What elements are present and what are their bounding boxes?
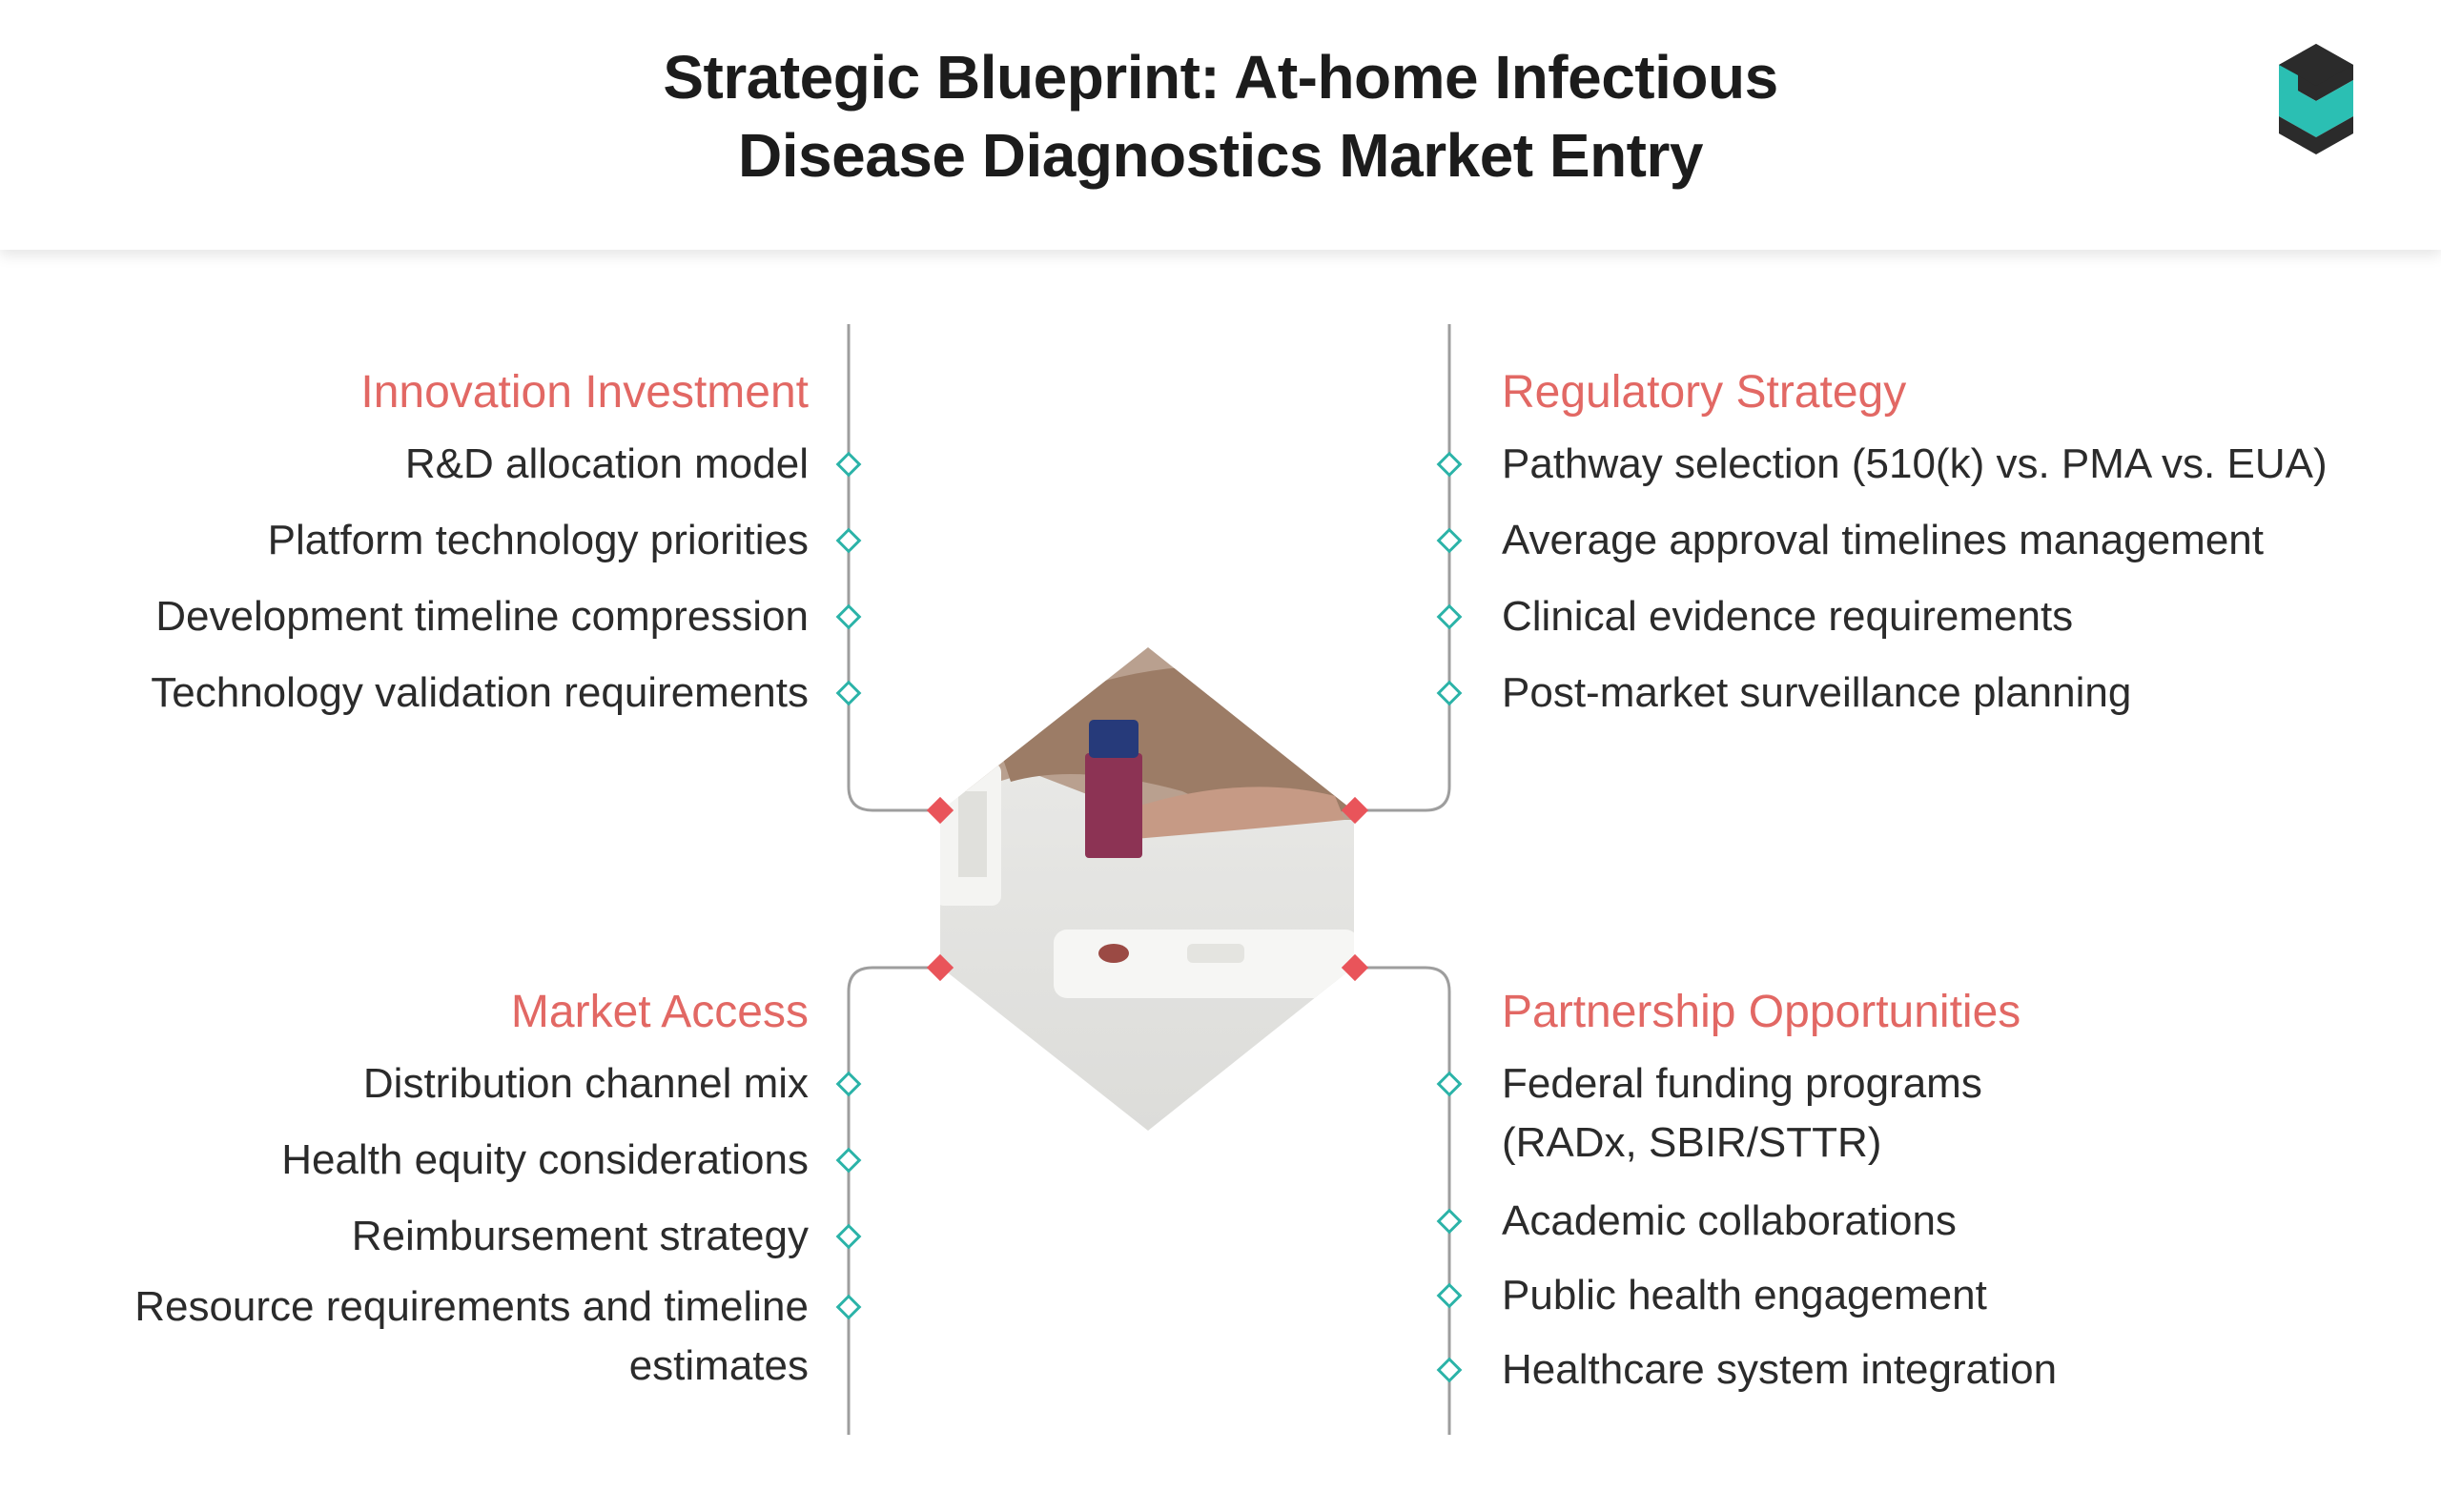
regulatory-item-3: Clinical evidence requirements [1502,593,2074,640]
bullet-market-4 [835,1294,862,1320]
bullet-innovation-4 [835,680,862,706]
innovation-title: Innovation Investment [360,367,809,418]
innovation-item-2: Platform technology priorities [267,517,809,563]
bullet-innovation-2 [835,527,862,554]
market-item-1: Distribution channel mix [362,1060,809,1107]
header: Strategic Blueprint: At-home Infectious … [0,0,2441,250]
partnership-item-2: Academic collaborations [1502,1197,1957,1244]
regulatory-item-1: Pathway selection (510(k) vs. PMA vs. EU… [1502,440,2328,487]
bullet-regulatory-1 [1436,451,1463,478]
bullet-regulatory-2 [1436,527,1463,554]
bullet-regulatory-3 [1436,603,1463,630]
bullet-partnership-2 [1436,1208,1463,1235]
node-partnership [1341,953,1369,982]
regulatory-item-2: Average approval timelines management [1502,517,2264,563]
bullet-market-1 [835,1071,862,1097]
page-title-line-1: Strategic Blueprint: At-home Infectious [663,43,1778,112]
regulatory-title: Regulatory Strategy [1502,367,1907,418]
node-market [926,953,954,982]
bullet-market-2 [835,1147,862,1174]
market-title: Market Access [510,987,809,1037]
partnership-item-4: Healthcare system integration [1502,1346,2058,1393]
connector-regulatory [1355,324,1451,812]
regulatory-item-4: Post-market surveillance planning [1502,669,2132,716]
node-regulatory [1341,796,1369,825]
partnership-item-1: Federal funding programs (RADx, SBIR/STT… [1502,1060,1982,1166]
bullet-partnership-3 [1436,1282,1463,1309]
innovation-item-1: R&D allocation model [404,440,809,487]
bullet-partnership-4 [1436,1357,1463,1383]
page-title-line-2: Disease Diagnostics Market Entry [738,121,1703,190]
bullet-innovation-3 [835,603,862,630]
bullet-market-3 [835,1223,862,1250]
bullet-regulatory-4 [1436,680,1463,706]
connector-innovation [847,324,939,812]
brand-cube-logo-icon [2279,44,2353,154]
partnership-title: Partnership Opportunities [1502,987,2021,1037]
node-innovation [926,796,954,825]
connector-market [847,966,939,1435]
innovation-item-4: Technology validation requirements [151,669,809,716]
innovation-item-3: Development timeline compression [155,593,809,640]
market-item-2: Health equity considerations [281,1136,809,1183]
partnership-item-3: Public health engagement [1502,1272,1987,1318]
bullet-innovation-1 [835,451,862,478]
page-title: Strategic Blueprint: At-home Infectious … [0,38,2441,194]
connector-partnership [1355,966,1451,1435]
market-item-4: Resource requirements and timeline estim… [134,1283,809,1389]
market-item-3: Reimbursement strategy [351,1213,809,1259]
bullet-partnership-1 [1436,1071,1463,1097]
center-photo [940,647,1354,1131]
